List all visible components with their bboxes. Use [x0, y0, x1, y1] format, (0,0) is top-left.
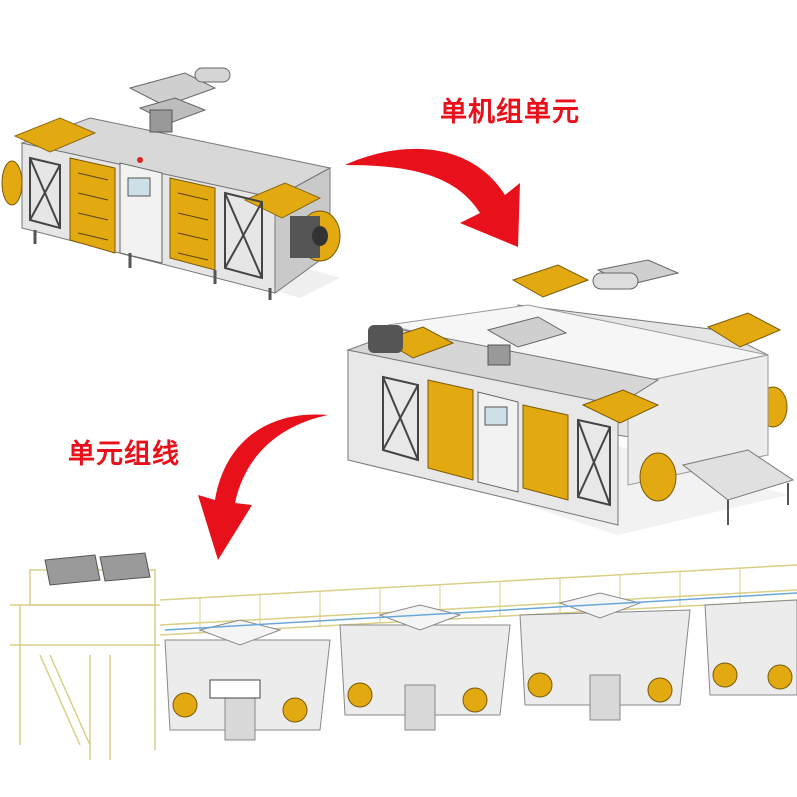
curved-arrow-down-left-icon	[190, 405, 330, 565]
single-machine-illustration	[0, 48, 350, 303]
production-line-illustration	[0, 545, 797, 797]
step-label-unit-line: 单元组线	[68, 439, 180, 470]
step-label-single-unit: 单机组单元	[440, 97, 580, 128]
curved-arrow-down-right-icon	[340, 135, 550, 255]
machine-unit-illustration	[328, 255, 797, 545]
